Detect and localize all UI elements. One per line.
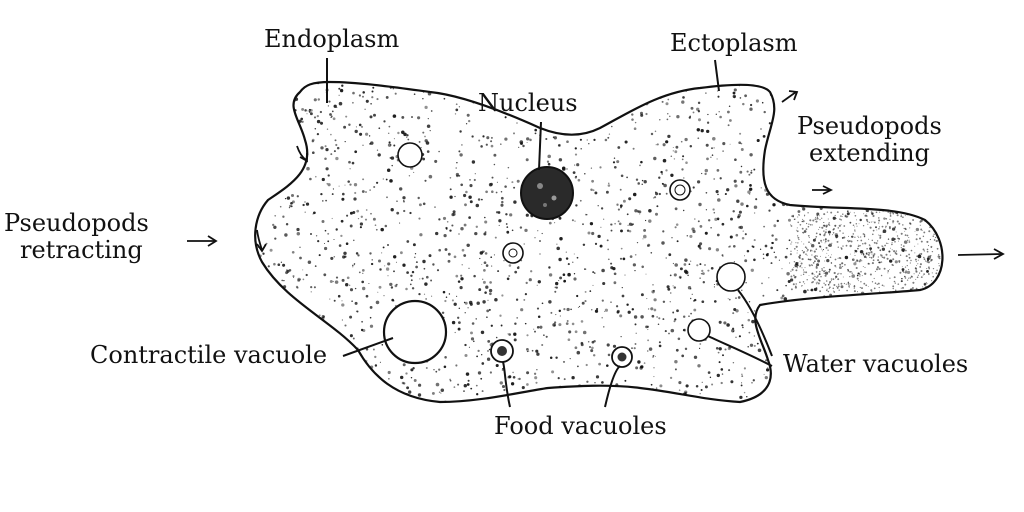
arrow-extending-top <box>781 90 799 103</box>
arrow-extending-mid <box>812 185 834 195</box>
labels: Endoplasm Ectoplasm Nucleus Pseudopods e… <box>4 25 968 440</box>
water-vacuole <box>397 142 746 342</box>
food-vacuole-leader-1 <box>502 361 511 408</box>
food-vacuole-leader-2 <box>604 365 621 408</box>
food-vacuole <box>490 339 633 368</box>
water-vacuole-leader-1 <box>737 289 773 357</box>
label-contractile-vacuole: Contractile vacuole <box>90 341 327 369</box>
label-pseudopods-extending-1: Pseudopods <box>797 112 942 140</box>
label-nucleus: Nucleus <box>478 89 578 117</box>
arrow-retracting <box>187 235 218 247</box>
label-water-vacuoles: Water vacuoles <box>783 350 968 378</box>
leader-lines <box>326 58 773 408</box>
nucleus-leader <box>538 121 542 171</box>
nucleus <box>520 166 574 220</box>
label-ectoplasm: Ectoplasm <box>670 29 798 57</box>
label-pseudopods-retracting-1: Pseudopods <box>4 209 149 237</box>
label-pseudopods-retracting-2: retracting <box>20 236 143 264</box>
contractile-vacuole <box>382 299 448 365</box>
arrows <box>187 90 1005 260</box>
label-endoplasm: Endoplasm <box>264 25 399 53</box>
arrow-retracting-top <box>296 145 308 163</box>
ectoplasm-leader <box>714 59 720 92</box>
arrow-extending-tip <box>957 248 1005 260</box>
label-food-vacuoles: Food vacuoles <box>494 412 667 440</box>
arrow-retracting-edge <box>256 229 267 253</box>
label-pseudopods-extending-2: extending <box>809 139 930 167</box>
water-vacuole-leader-2 <box>707 335 773 367</box>
contractile-vacuole-leader <box>342 337 394 357</box>
